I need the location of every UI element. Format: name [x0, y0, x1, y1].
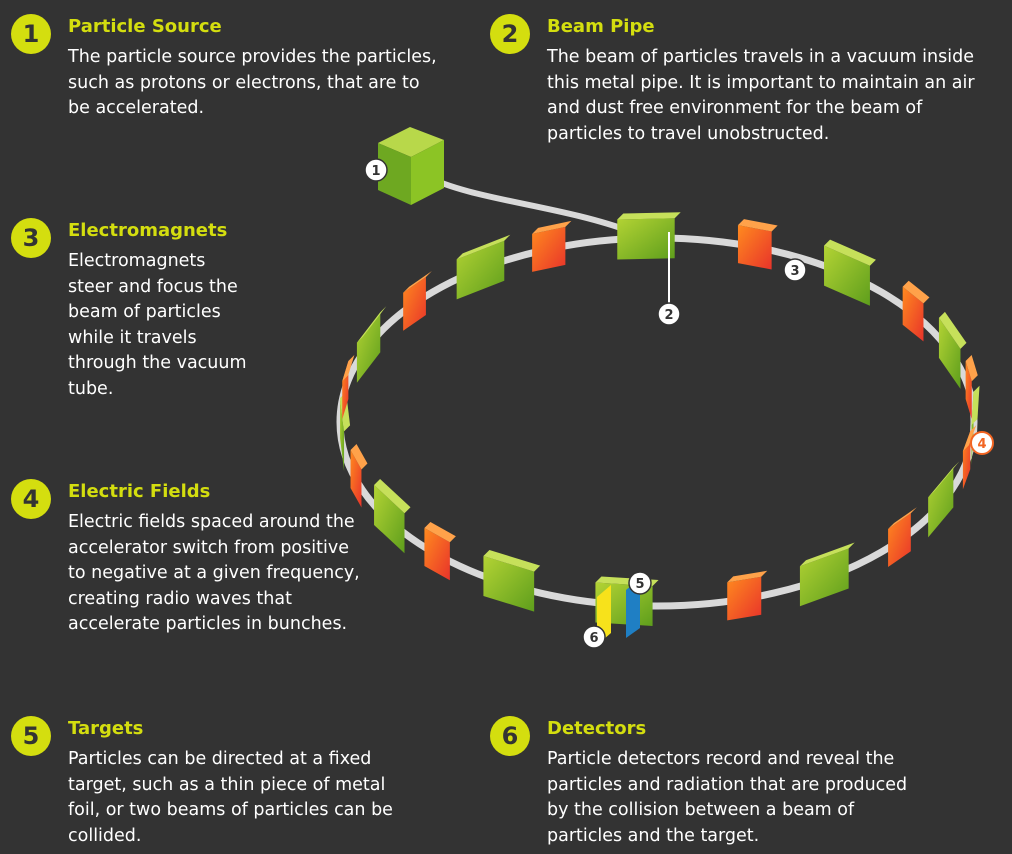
segment-top-face	[617, 212, 681, 220]
section-description: The beam of particles travels in a vacuu…	[547, 47, 975, 144]
marker-6: 6	[582, 625, 606, 649]
section-title: Detectors	[547, 718, 647, 739]
segment-top-face	[965, 354, 978, 382]
marker-5: 5	[628, 571, 652, 595]
section-detectors: 6 Detectors Particle detectors record an…	[490, 716, 990, 846]
marker-4: 4	[970, 431, 994, 455]
electromagnet-segment	[456, 240, 505, 300]
electric-field-segment	[403, 277, 426, 331]
segment-top-face	[424, 522, 456, 543]
section-description: The particle source provides the particl…	[68, 47, 437, 118]
electric-field-segment	[965, 360, 972, 420]
electric-field-segment	[902, 286, 924, 342]
electric-field-segment	[727, 576, 762, 621]
segment-top-face	[902, 280, 930, 304]
segment-top-face	[962, 425, 977, 452]
section-title: Particle Source	[68, 16, 222, 37]
electromagnet-segment	[356, 312, 381, 383]
segment-top-face	[737, 219, 778, 232]
segment-top-face	[799, 542, 855, 567]
electromagnet-segment	[374, 484, 405, 554]
section-number-badge: 3	[11, 218, 51, 258]
segment-top-face	[483, 549, 541, 572]
section-number-badge: 1	[11, 14, 51, 54]
section-title: Targets	[68, 718, 144, 739]
section-title: Beam Pipe	[547, 16, 655, 37]
electric-field-segment	[424, 528, 450, 581]
section-title: Electromagnets	[68, 220, 228, 241]
section-number-badge: 4	[11, 479, 51, 519]
particle-source-cube	[378, 127, 444, 205]
section-description: Particles can be directed at a fixed tar…	[68, 749, 393, 846]
segment-top-face	[971, 385, 980, 426]
electromagnet-segment	[617, 218, 675, 260]
marker-1: 1	[364, 158, 388, 182]
marker-3-label: 3	[790, 264, 799, 279]
electric-field-segment	[888, 513, 911, 567]
segment-top-face	[888, 507, 917, 529]
section-description: Electric fields spaced around the accele…	[68, 512, 360, 634]
electromagnet-segment	[928, 467, 954, 538]
electromagnet-segment	[938, 317, 961, 389]
segment-top-face	[727, 570, 768, 583]
section-description: Particle detectors record and reveal the…	[547, 749, 908, 846]
segment-top-face	[824, 239, 876, 266]
electromagnet-segment	[824, 245, 870, 306]
segment-top-face	[938, 311, 967, 349]
electromagnet-segment	[340, 398, 345, 472]
electric-field-segment	[737, 225, 772, 270]
marker-3: 3	[783, 258, 807, 282]
section-electric-fields: 4 Electric Fields Electric fields spaced…	[11, 479, 381, 669]
segment-top-face	[350, 444, 368, 470]
segment-top-face	[356, 306, 387, 343]
section-number-badge: 6	[490, 716, 530, 756]
electromagnet-segment	[799, 548, 849, 607]
segment-top-face	[403, 271, 432, 293]
marker-4-label: 4	[977, 437, 986, 452]
segment-top-face	[374, 478, 411, 514]
marker-2: 2	[657, 302, 681, 326]
marker-1-label: 1	[371, 164, 380, 179]
section-number-badge: 5	[11, 716, 51, 756]
electromagnet-segment	[483, 555, 535, 612]
section-title: Electric Fields	[68, 481, 211, 502]
segment-top-face	[456, 234, 511, 260]
section-number-badge: 2	[490, 14, 530, 54]
section-electromagnets: 3 Electromagnets Electromagnets steer an…	[11, 218, 271, 408]
marker-6-label: 6	[589, 631, 598, 646]
marker-5-label: 5	[635, 577, 644, 592]
segment-top-face	[342, 354, 355, 382]
electric-field-segment	[350, 450, 362, 508]
section-description: Electromagnets steer and focus the beam …	[68, 251, 247, 399]
source-pipe	[421, 172, 635, 235]
segment-top-face	[532, 220, 572, 234]
section-beam-pipe: 2 Beam Pipe The beam of particles travel…	[490, 14, 990, 154]
section-particle-source: 1 Particle Source The particle source pr…	[11, 14, 451, 124]
electric-field-segment	[532, 226, 566, 272]
ring-segments	[340, 212, 980, 626]
section-targets: 5 Targets Particles can be directed at a…	[11, 716, 431, 846]
marker-2-label: 2	[664, 308, 673, 323]
segment-top-face	[928, 461, 960, 498]
